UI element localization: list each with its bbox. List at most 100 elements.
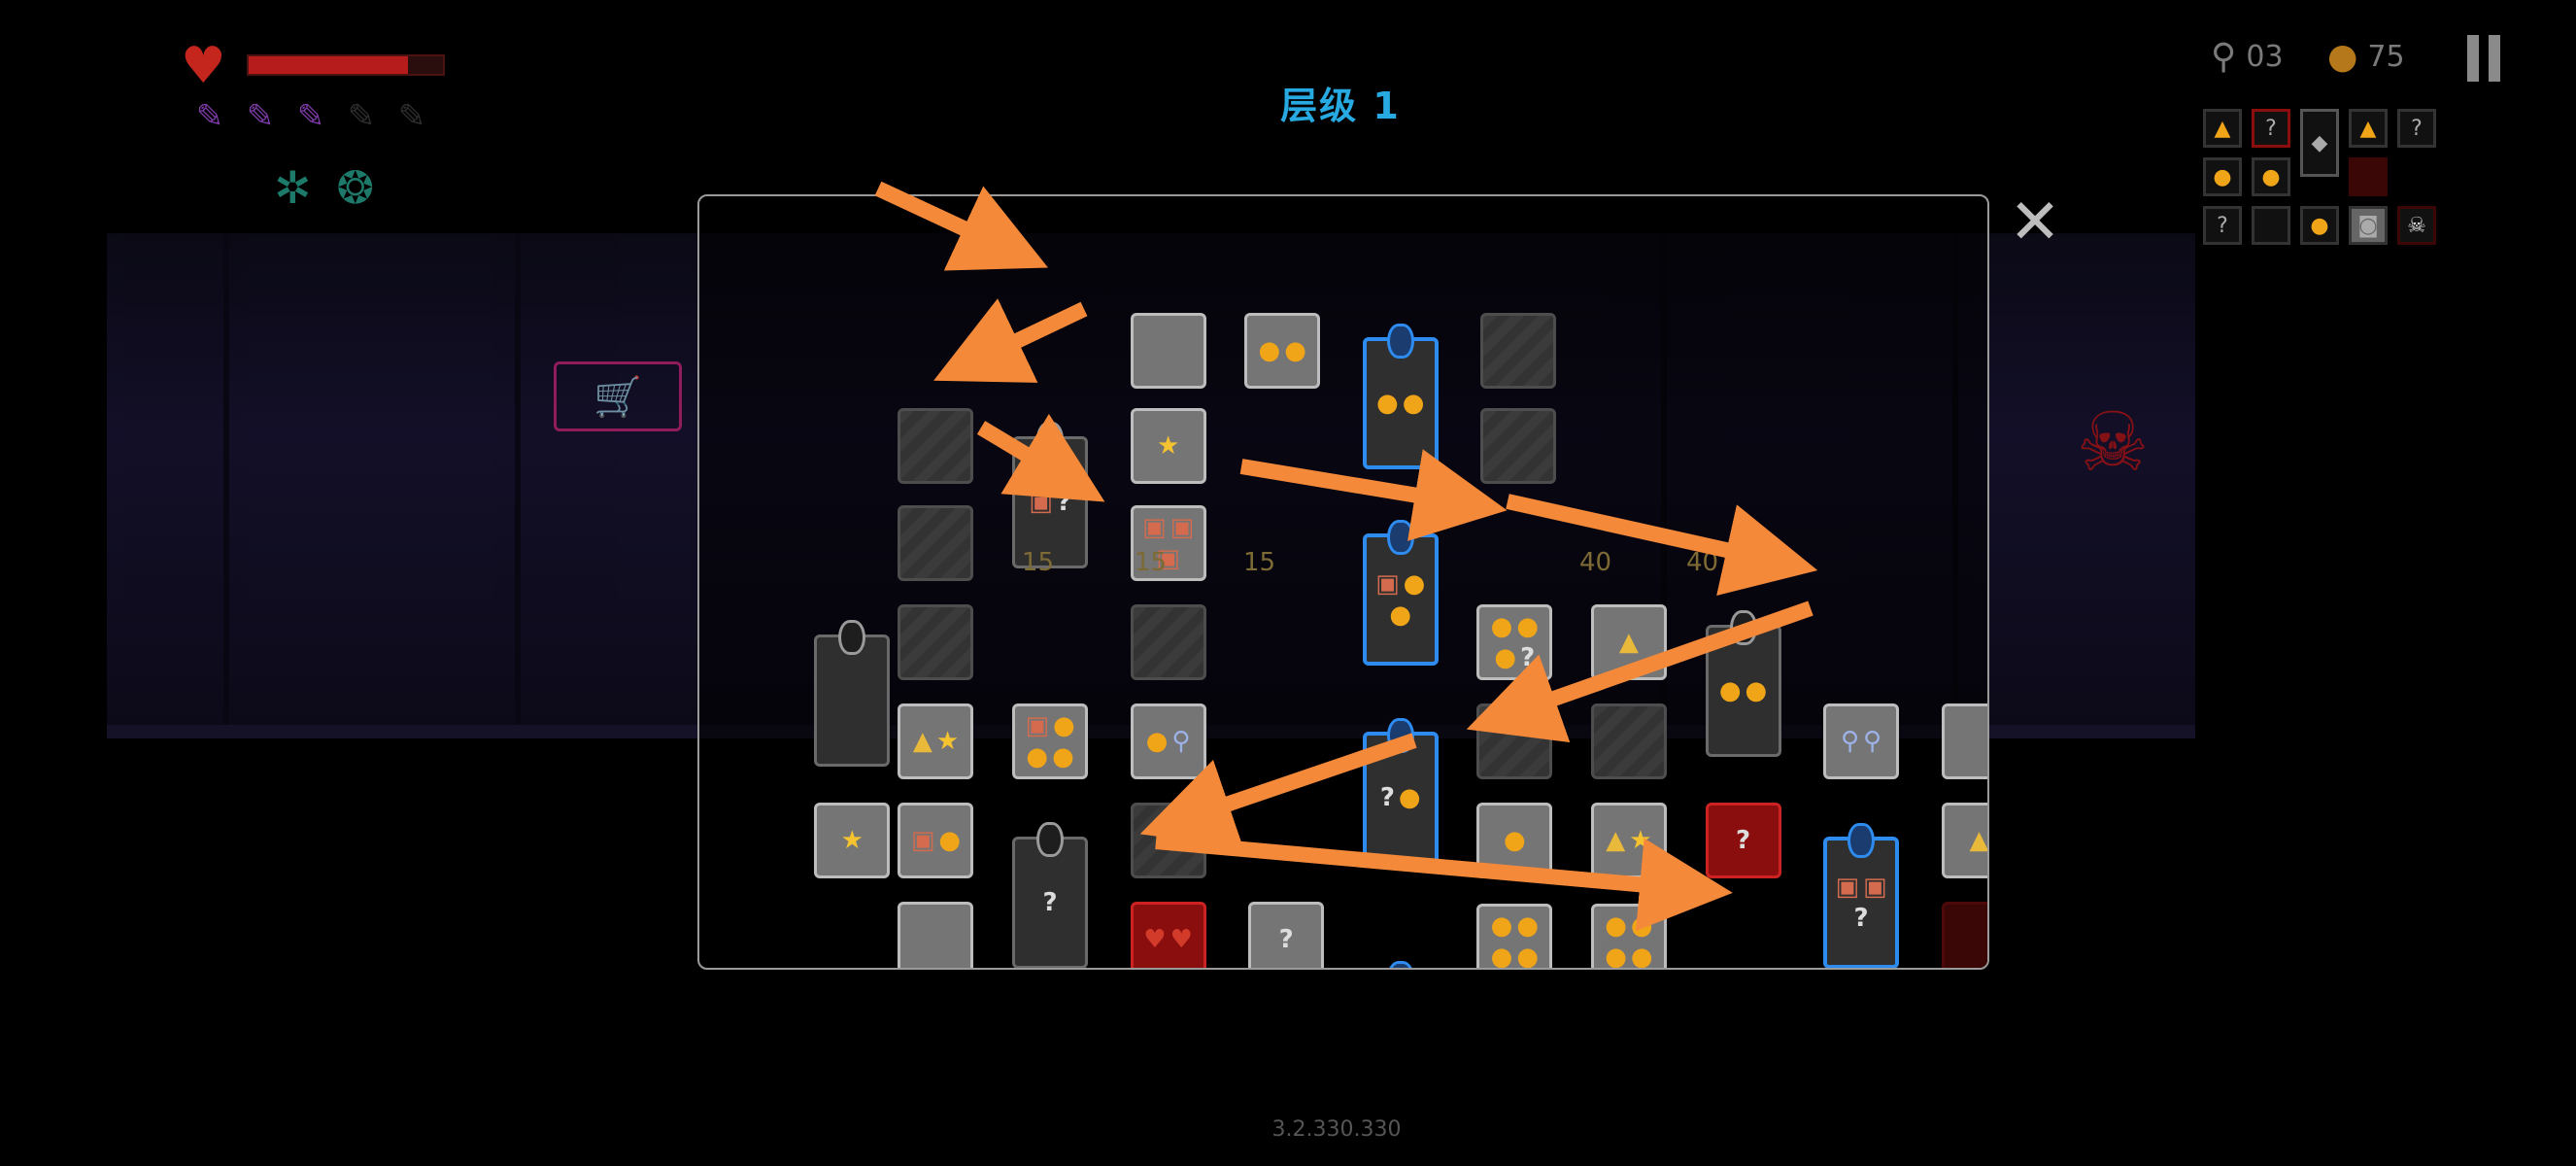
coin-icon: ● [1516,911,1539,941]
map-room[interactable]: ●●●● [1476,904,1553,970]
map-room[interactable] [814,620,891,767]
map-room[interactable]: ●●●? [1476,604,1553,680]
map-room[interactable]: ▣● [898,803,974,878]
minimap[interactable]: ▲ ? ◆ ▲ ? ● ● ? ● ◙ ☠ [2203,109,2454,251]
coin-icon: ● [938,826,962,855]
coin-icon: ● [1490,612,1513,641]
unknown-icon: ? [1520,643,1536,672]
coin-icon: ● [1052,742,1074,772]
map-room[interactable] [1480,408,1557,484]
chest-icon: ▣ [1142,513,1167,542]
map-room[interactable]: ♥♥ [1130,902,1206,968]
heart-icon: ♥ [181,37,226,95]
version-label: 3.2.330.330 [1271,1117,1402,1142]
map-room[interactable]: ★ [814,803,891,878]
crystal-marker-icon [1386,718,1414,753]
coin-icon: ● [1284,336,1306,365]
ammo-icon: ✎ [397,97,426,136]
ammo-icon: ✎ [246,97,275,136]
map-room[interactable]: ▲ [1590,604,1667,680]
gem-icon: ▲ [1606,826,1626,855]
map-room[interactable] [898,902,974,968]
key-icon: ⚲ [1840,727,1860,756]
map-room[interactable] [898,505,974,581]
star-icon: ★ [1156,431,1180,461]
map-room[interactable] [1941,703,1987,779]
minimap-room [2252,206,2290,245]
crystal-marker-icon [1729,610,1757,645]
scene-pillar [223,233,229,725]
room-price-label: 40 [1579,548,1612,577]
map-room[interactable] [1941,902,1987,968]
map-room-special[interactable]: ▣▣? [1823,823,1900,968]
coin-icon: ● [1630,943,1653,970]
map-room[interactable] [1590,703,1667,779]
coin-icon: ● [1516,612,1539,641]
map-room[interactable] [1130,803,1206,878]
scene-pillar [515,233,521,725]
unknown-icon: ? [1042,888,1058,917]
coin-icon: ● [1376,389,1399,418]
map-room[interactable]: ● [1476,803,1553,878]
ammo-icon: ✎ [347,97,376,136]
pause-button[interactable] [2467,35,2502,84]
floor-map-panel: ●●●●★▣?▣▣▣▣●●●●●?▲●●▲★▣●●●●⚲?●⚲⚲⚲⚲●●▣●●♥… [697,194,1989,970]
room-price-label: 15 [1022,548,1055,577]
coin-icon: ● [1605,911,1627,941]
map-room[interactable]: ●⚲ [1130,703,1206,779]
coin-icon: ● [1402,389,1425,418]
map-room[interactable]: ▣▣▣ [1130,505,1206,581]
unknown-icon: ? [1278,925,1294,954]
map-room[interactable]: ▲ [1941,803,1987,878]
map-room-special[interactable]: ●● [1362,324,1439,469]
close-icon[interactable]: ✕ [2009,187,2061,258]
coin-icon: ● [1630,911,1653,941]
boss-mask-icon: ☠ [2076,394,2150,490]
map-room-special[interactable]: ▣●● [1362,520,1439,666]
crystal-marker-icon [1036,822,1065,857]
map-room[interactable]: ●● [1244,313,1321,389]
pause-icon [2467,35,2479,82]
map-room[interactable]: ? [1012,822,1089,968]
gem-icon: ▲ [912,727,932,756]
map-room[interactable]: ★ [1130,408,1206,484]
map-room[interactable] [1476,703,1553,779]
map-room[interactable]: ? [1248,902,1325,968]
map-room-special[interactable]: ?● [1362,718,1439,864]
minimap-room: ▲ [2349,109,2388,148]
map-room[interactable]: ▲★ [898,703,974,779]
floor-title: 层级 1 [1280,85,1401,127]
map-room[interactable]: ●● [1705,610,1781,757]
room-price-label: 15 [1135,548,1168,577]
map-room[interactable]: ▲★ [1590,803,1667,878]
heart-icon: ♥ [1143,925,1167,954]
map-room[interactable]: ⚲⚲ [1823,703,1900,779]
star-icon: ★ [1629,826,1652,855]
coin-icon: ● [1490,943,1513,970]
coin-icon: ● [1398,783,1421,812]
coin-icon: ● [1403,569,1426,599]
ammo-icon: ✎ [296,97,325,136]
minimap-room: ● [2203,157,2242,196]
crystal-marker-icon [1386,520,1414,555]
map-room[interactable] [1130,313,1206,389]
coin-count: 75 [2367,40,2405,74]
chest-icon: ▣ [1025,711,1050,740]
key-icon: ⚲ [1863,727,1882,756]
coin-icon: ● [1494,643,1517,672]
minimap-room [2349,157,2388,196]
map-room[interactable] [1480,313,1557,389]
map-room[interactable] [1130,604,1206,680]
coin-icon: ● [1389,600,1412,630]
map-room[interactable] [898,604,974,680]
map-room[interactable] [898,408,974,484]
star-icon: ★ [935,727,960,756]
coin-icon: ● [1516,943,1539,970]
heart-icon: ♥ [1169,925,1193,954]
map-room[interactable]: ? [1705,803,1781,878]
map-room[interactable]: ●●●● [1590,904,1667,970]
map-room[interactable]: ▣●●● [1012,703,1089,779]
coin-icon: ● [1503,826,1526,855]
ammo-row: ✎✎✎✎✎ [190,95,431,138]
key-counter: ⚲ 03 [2211,37,2284,77]
